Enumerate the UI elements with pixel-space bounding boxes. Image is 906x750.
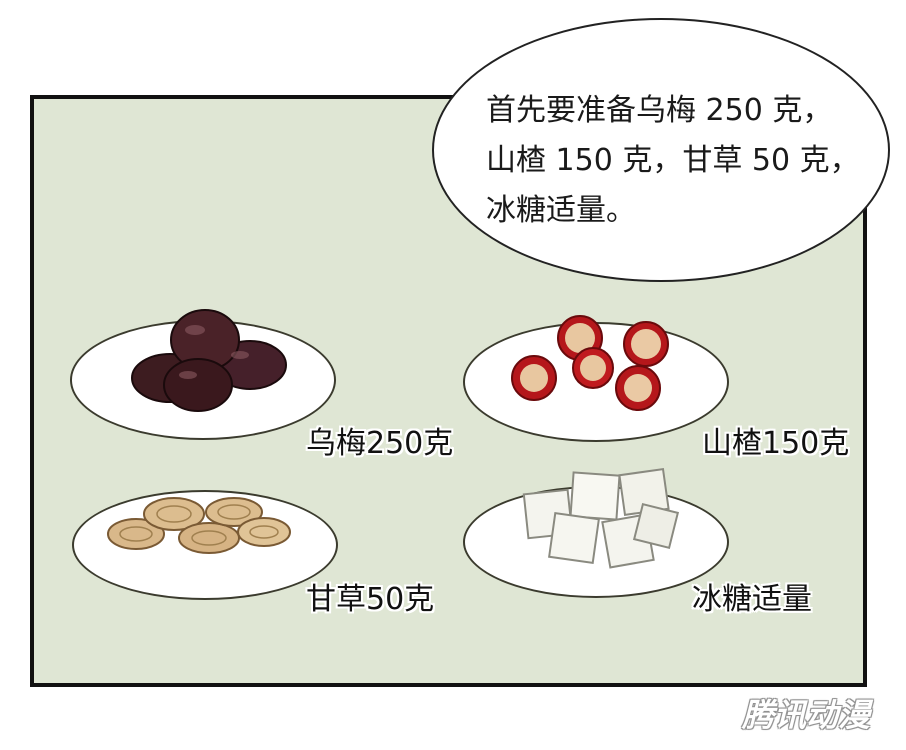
speech-line-1: 首先要准备乌梅 250 克， xyxy=(486,93,833,128)
label-hawthorn: 山楂150克 xyxy=(702,426,850,461)
watermark: 腾讯动漫 xyxy=(742,696,871,734)
plum-icon xyxy=(131,309,287,412)
licorice-icon xyxy=(107,497,291,554)
label-rock-sugar: 冰糖适量 xyxy=(692,582,812,617)
label-licorice: 甘草50克 xyxy=(306,582,435,617)
speech-bubble-text: 首先要准备乌梅 250 克， 山楂 150 克，甘草 50 克， 冰糖适量。 xyxy=(486,86,876,236)
speech-line-2: 山楂 150 克，甘草 50 克， xyxy=(486,143,860,178)
hawthorn-icon xyxy=(511,315,669,411)
speech-line-3: 冰糖适量。 xyxy=(486,193,636,228)
rock-sugar-icon xyxy=(522,468,680,569)
label-plum: 乌梅250克 xyxy=(306,426,454,461)
speech-bubble xyxy=(432,18,890,282)
